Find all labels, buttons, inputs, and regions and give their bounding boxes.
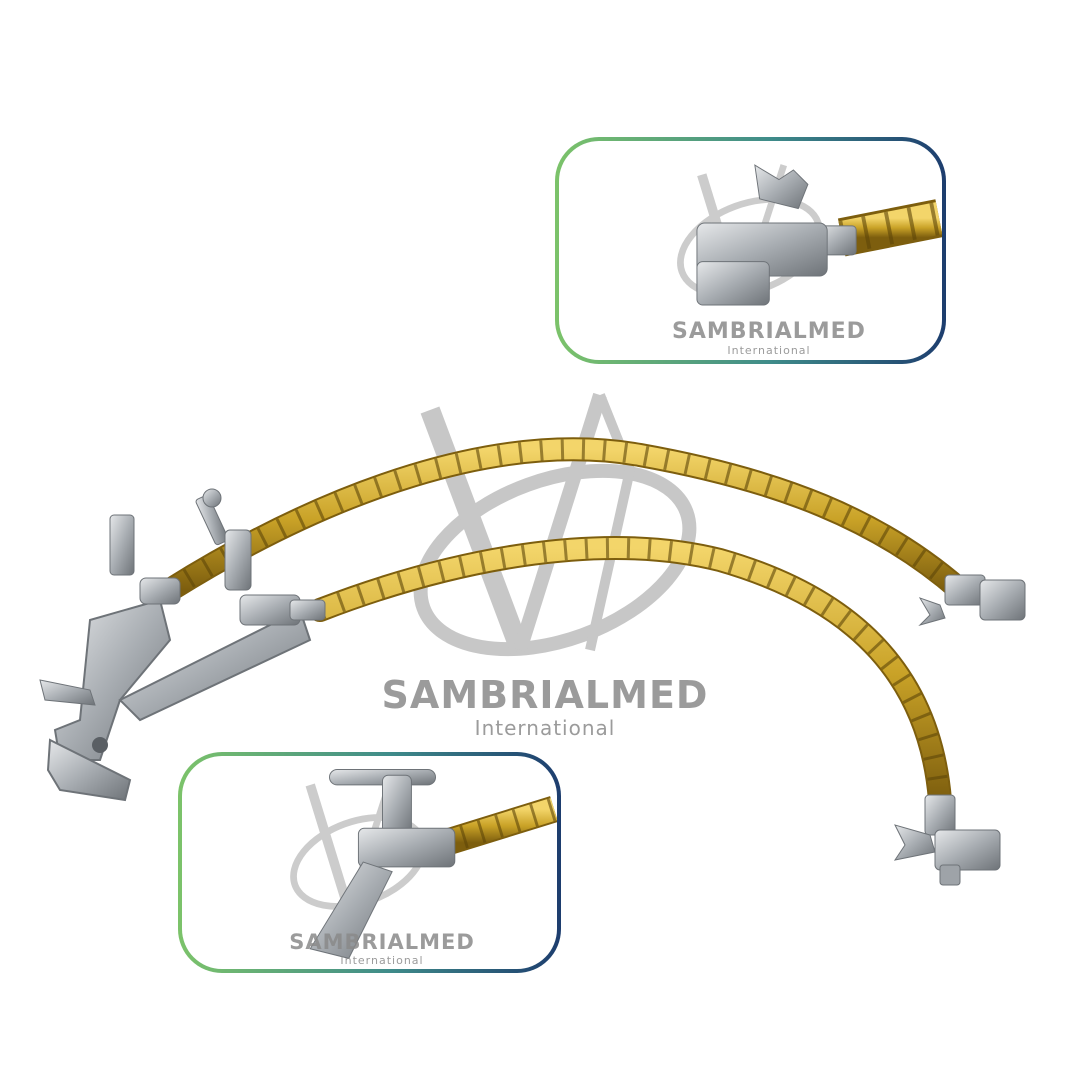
detail-inset-top: SAMBRIALMED International [555,137,946,364]
watermark-brand: SAMBRIALMED [381,673,709,717]
flexible-arm-upper [158,437,972,602]
detail-inset-bottom: SAMBRIALMED International [178,752,561,973]
table-mount-frame [39,488,326,802]
clamp-detail-top [677,164,942,306]
watermark-subtitle: International [474,716,616,740]
watermark-brand-top: SAMBRIALMED [672,319,866,344]
watermark-subtitle-top: International [727,344,811,357]
end-clamp-lower [893,794,1001,886]
clamp-detail-bottom [290,769,557,959]
watermark-subtitle-bottom: International [340,954,424,967]
watermark-brand-bottom: SAMBRIALMED [289,930,475,954]
watermark-text-top: SAMBRIALMED International [669,319,869,357]
watermark-text-main: SAMBRIALMED International [370,676,720,738]
end-clamp-upper [918,574,1026,626]
watermark-text-bottom: SAMBRIALMED International [282,930,482,967]
flexible-arm-lower [308,536,952,812]
